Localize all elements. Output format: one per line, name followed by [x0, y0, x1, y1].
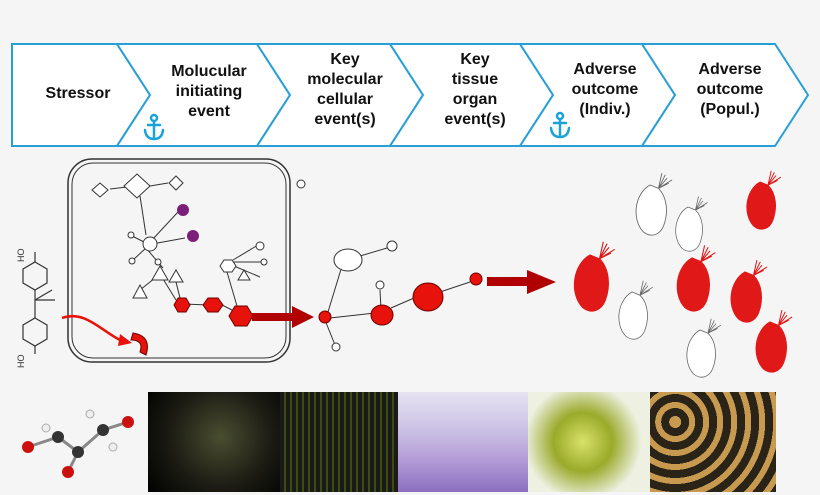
receptor-shape	[130, 332, 148, 356]
hexagon-node-icon	[228, 305, 254, 327]
dna-microarray	[280, 392, 398, 492]
triangle-node	[132, 283, 148, 299]
cell-boundary-inner	[71, 162, 287, 359]
small-node	[260, 258, 268, 266]
flow-arrow	[252, 306, 314, 328]
step-adverse-outcome-indiv: Adverse outcome (Indiv.)	[571, 61, 639, 118]
red-node	[318, 310, 332, 324]
pathway-diagram: HO HO	[16, 158, 793, 378]
small-node	[296, 179, 306, 189]
tissue-node	[333, 248, 363, 272]
small-node	[255, 241, 265, 251]
triangle-node	[151, 264, 169, 281]
daphnia-icon	[573, 170, 793, 373]
hexagon-node-icon	[219, 259, 237, 273]
diamond-node	[123, 173, 151, 199]
anchor-icon	[549, 111, 571, 139]
banner-segment-popul	[640, 43, 810, 147]
hexagon-node-icon	[202, 297, 224, 313]
small-node	[128, 257, 136, 265]
hexagon-node-icon	[173, 297, 191, 313]
histology-stain	[398, 392, 528, 492]
red-node	[469, 272, 483, 286]
small-node	[154, 258, 162, 266]
daphnia-population	[650, 392, 776, 492]
bisphenol-structure	[22, 252, 55, 354]
anchor-icon	[143, 113, 165, 141]
aop-banner	[11, 43, 810, 147]
purple-node	[177, 204, 189, 216]
small-node	[127, 231, 135, 239]
small-node	[386, 240, 398, 252]
diamond-node	[168, 175, 184, 191]
step-key-molecular-cellular-events: Key molecular cellular event(s)	[307, 51, 383, 128]
step-adverse-outcome-popul: Adverse outcome (Popul.)	[696, 61, 764, 118]
diamond-node	[91, 182, 109, 198]
red-node	[370, 304, 394, 326]
molecule-3d	[22, 409, 134, 478]
purple-node	[187, 230, 199, 242]
hub-node	[142, 236, 158, 252]
triangle-node	[168, 269, 184, 283]
red-node	[412, 282, 444, 312]
protein-structure	[148, 392, 280, 492]
cell-boundary	[67, 158, 291, 363]
daphnia-microscope	[528, 392, 650, 492]
flow-arrow	[487, 270, 556, 294]
binding-arrow	[61, 315, 121, 342]
small-node	[375, 280, 385, 290]
bottom-hydroxyl-label: HO	[16, 355, 26, 369]
top-hydroxyl-label: HO	[16, 249, 26, 263]
triangle-node	[237, 269, 251, 281]
arrow-head	[118, 334, 132, 346]
step-molecular-initiating-event: Molucular initiating event	[171, 63, 247, 120]
step-stressor: Stressor	[45, 85, 111, 102]
small-node	[331, 342, 341, 352]
step-key-tissue-organ-events: Key tissue organ event(s)	[444, 51, 506, 128]
